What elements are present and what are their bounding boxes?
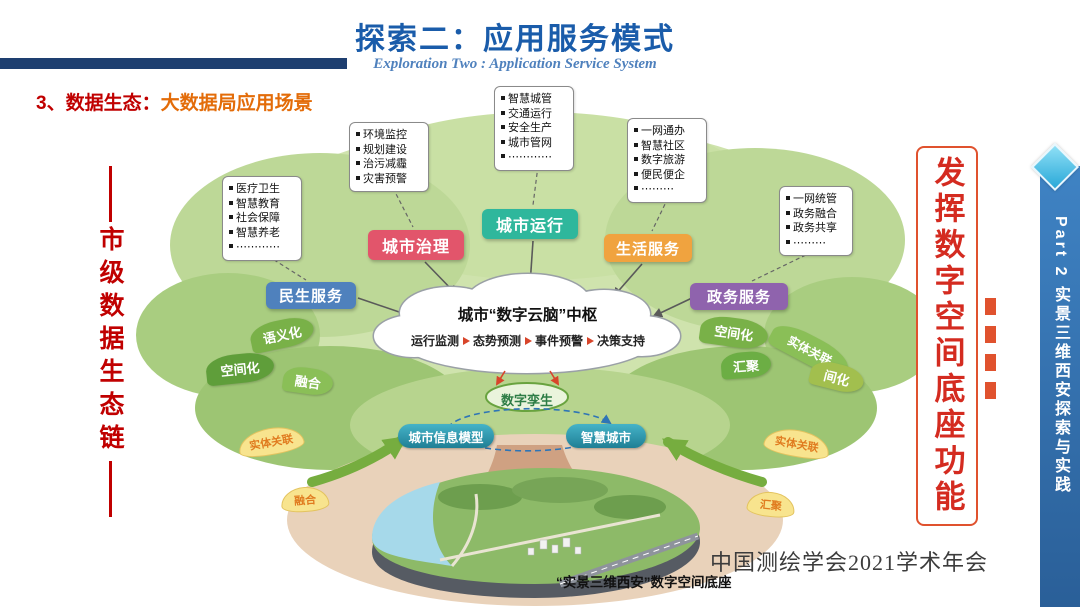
part2-tab-label: Part 2 实景三维西安探索与实践 (1052, 216, 1069, 495)
list-item: 运行监测 (410, 334, 459, 348)
list-item: 一网通办 (634, 124, 700, 139)
list-item: 态势预测 (459, 332, 521, 349)
orange-dot (985, 298, 996, 315)
list-item: 规划建设 (356, 143, 422, 158)
list-item: 政务共享 (786, 221, 846, 236)
list-item: 社会保障 (229, 211, 295, 226)
page-subtitle-english: Exploration Two : Application Service Sy… (373, 56, 657, 72)
digital-twin-ellipse (485, 382, 569, 412)
service-list-zhengwu: 一网统管政务融合政务共享⋯⋯⋯ (779, 186, 853, 256)
list-item: 医疗卫生 (229, 182, 295, 197)
list-item: 环境监控 (356, 128, 422, 143)
green-arrows (307, 435, 767, 487)
list-item: ⋯⋯⋯ (634, 182, 700, 197)
city-information-model-pill: 城市信息模型 (398, 424, 494, 448)
list-item: 智慧社区 (634, 139, 700, 154)
section-heading: 3、数据生态：大数据局应用场景 (36, 88, 313, 115)
service-list-minsheng: 医疗卫生智慧教育社会保障智慧养老⋯⋯⋯⋯ (222, 176, 302, 261)
smart-city-pill: 智慧城市 (566, 424, 646, 448)
list-item: 交通运行 (501, 107, 567, 122)
list-item: 事件预警 (521, 332, 583, 349)
list-item: 治污减霾 (356, 157, 422, 172)
list-item: ⋯⋯⋯⋯ (229, 240, 295, 255)
orange-dot (985, 326, 996, 343)
hub-twin-arrows (495, 370, 560, 386)
chain-line-top (108, 166, 112, 222)
list-item: 决策支持 (583, 332, 645, 349)
base-caption: “实景三维西安”数字空间底座 (556, 575, 732, 590)
orange-dot (985, 354, 996, 371)
digital-twin-label: 数字孪生 (500, 393, 553, 408)
list-item: 城市管网 (501, 136, 567, 151)
section-title: 大数据局应用场景 (160, 93, 313, 114)
category-city-operation: 城市运行 (482, 209, 578, 239)
page-title: 探索二：应用服务模式 (355, 23, 675, 56)
list-item: 智慧城管 (501, 92, 567, 107)
calligraphy-panel: 发挥数字空间底座功能 (916, 146, 978, 526)
hub-functions-row: 运行监测态势预测事件预警决策支持 (392, 332, 664, 349)
calligraphy-vertical-text: 发挥数字空间底座功能 (928, 156, 965, 516)
service-list-yunxing: 智慧城管交通运行安全生产城市管网⋯⋯⋯⋯ (494, 86, 574, 171)
list-item: 数字旅游 (634, 153, 700, 168)
header-accent-bar (0, 58, 347, 69)
list-item: 智慧养老 (229, 226, 295, 241)
list-item: 政务融合 (786, 207, 846, 222)
category-life-services: 生活服务 (604, 234, 692, 262)
service-list-shenghuo: 一网通办智慧社区数字旅游便民便企⋯⋯⋯ (627, 118, 707, 203)
category-people-services: 民生服务 (266, 282, 356, 309)
category-government-services: 政务服务 (690, 283, 788, 310)
list-item: ⋯⋯⋯⋯ (501, 150, 567, 165)
part2-side-tab: Part 2 实景三维西安探索与实践 (1040, 166, 1080, 607)
list-item: 智慧教育 (229, 197, 295, 212)
chain-line-bottom (108, 461, 112, 517)
city-data-chain-label: 市级数据生态链 (92, 166, 128, 517)
service-list-zhili: 环境监控规划建设治污减霾灾害预警 (349, 122, 429, 192)
list-item: 灾害预警 (356, 172, 422, 187)
list-item: ⋯⋯⋯ (786, 236, 846, 251)
category-city-governance: 城市治理 (368, 230, 464, 260)
list-item: 便民便企 (634, 168, 700, 183)
list-item: 一网统管 (786, 192, 846, 207)
section-number: 3、数据生态： (36, 93, 161, 114)
chain-vertical-text: 市级数据生态链 (96, 226, 124, 457)
orange-dot-column (985, 298, 996, 399)
list-item: 安全生产 (501, 121, 567, 136)
conference-watermark: 中国测绘学会2021学术年会 (710, 550, 989, 575)
orange-dot (985, 382, 996, 399)
hub-title: 城市“数字云脑”中枢 (457, 307, 598, 324)
terrain-3d-map (372, 468, 700, 598)
hub-cloud-shape (372, 272, 682, 375)
